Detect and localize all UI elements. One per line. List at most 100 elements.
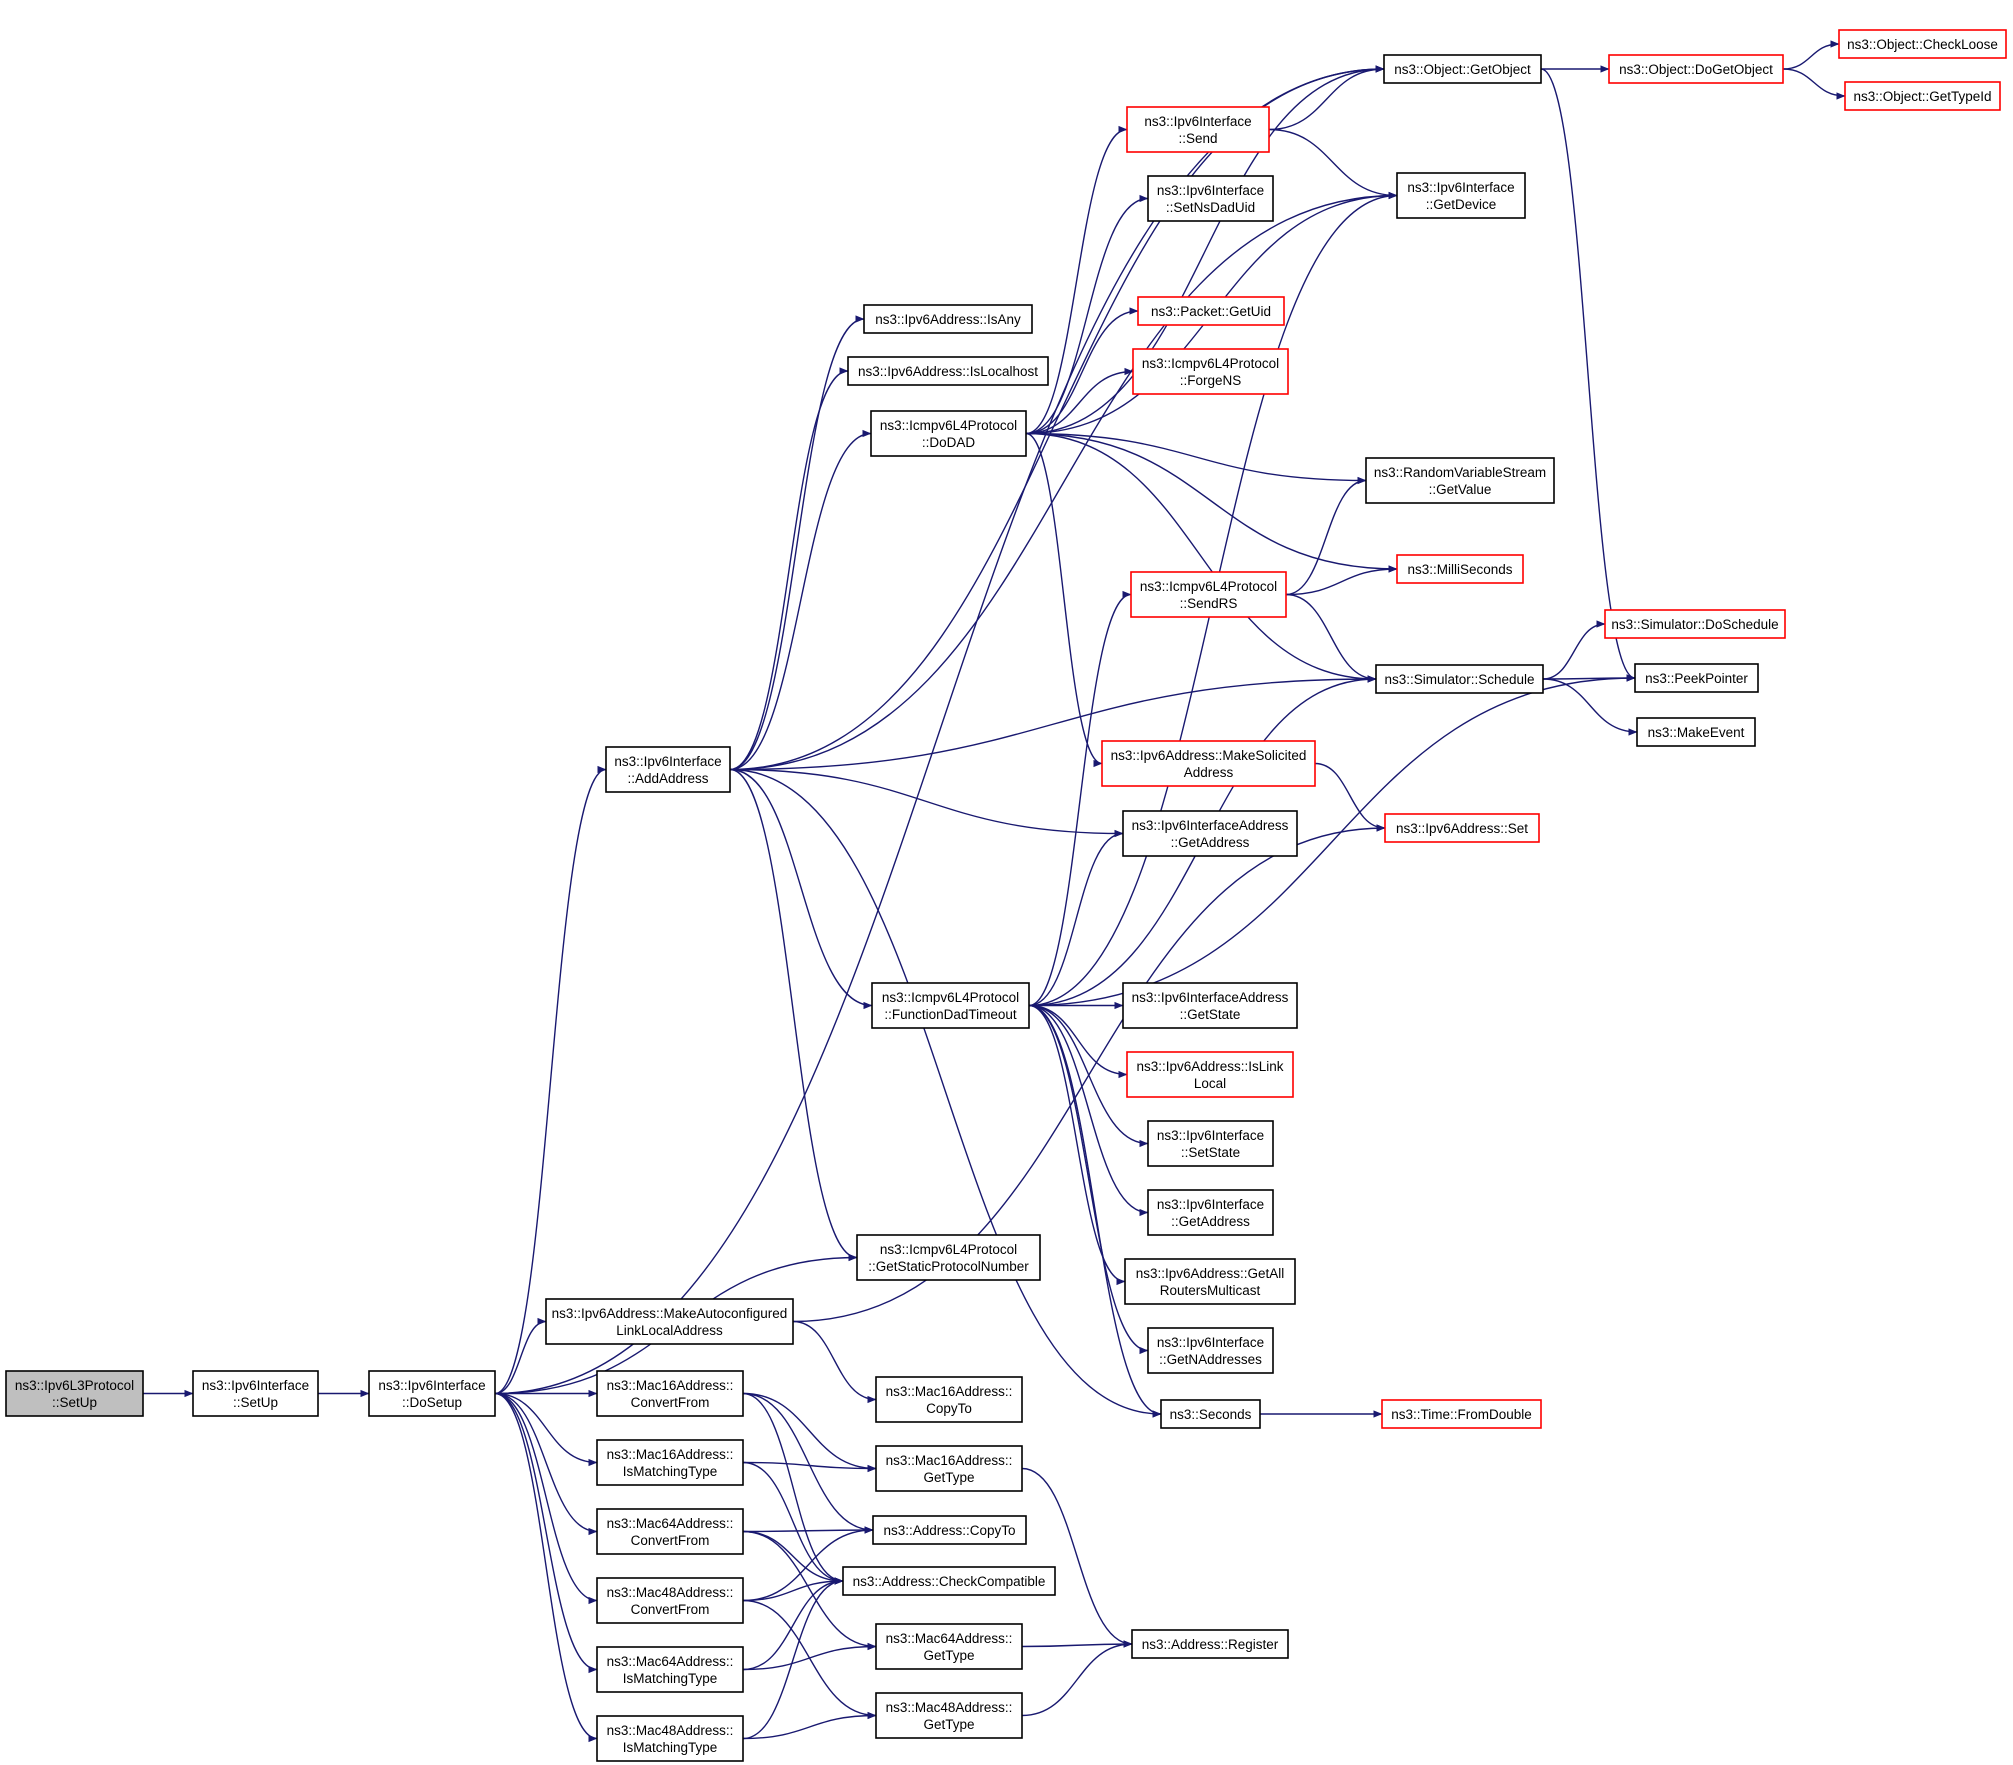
node-label: IsMatchingType (623, 1671, 718, 1686)
node-m16convert[interactable]: ns3::Mac16Address::ConvertFrom (596, 1370, 744, 1417)
edge-dodad-to-setnsdaduid (1025, 194, 1149, 435)
node-box (1384, 813, 1540, 843)
node-setnsdaduid[interactable]: ns3::Ipv6Interface::SetNsDadUid (1147, 175, 1274, 222)
edge-dosetup-to-m64ismatching (494, 1392, 598, 1674)
node-getobject[interactable]: ns3::Object::GetObject (1383, 54, 1542, 84)
node-ifgetaddress[interactable]: ns3::Ipv6Interface::GetAddress (1147, 1189, 1274, 1236)
edge-makeautoll-to-m16copyto (792, 1320, 877, 1404)
edge-fdt-to-sendrs (1028, 590, 1132, 1007)
edge-m16convert-to-checkcompat (742, 1392, 844, 1585)
node-islocalhost[interactable]: ns3::Ipv6Address::IsLocalhost (847, 356, 1049, 386)
edge-makesolicited-to-ipv6set (1314, 762, 1386, 832)
node-ifaddrgetaddress[interactable]: ns3::Ipv6InterfaceAddress::GetAddress (1122, 810, 1298, 857)
node-box (545, 1298, 794, 1345)
node-addrregister[interactable]: ns3::Address::Register (1131, 1629, 1289, 1659)
node-box (1383, 54, 1542, 84)
node-makeevent[interactable]: ns3::MakeEvent (1636, 717, 1756, 747)
node-checkloose[interactable]: ns3::Object::CheckLoose (1838, 29, 2007, 59)
node-dogetobject[interactable]: ns3::Object::DoGetObject (1608, 54, 1784, 84)
node-label: GetType (923, 1470, 974, 1485)
node-checkcompat[interactable]: ns3::Address::CheckCompatible (842, 1566, 1056, 1596)
node-label: ns3::Ipv6InterfaceAddress (1132, 990, 1289, 1005)
node-label: ns3::Address::Register (1142, 1637, 1279, 1652)
node-m64gettype[interactable]: ns3::Mac64Address::GetType (875, 1623, 1023, 1670)
node-label: Local (1194, 1076, 1226, 1091)
node-sendrs[interactable]: ns3::Icmpv6L4Protocol::SendRS (1130, 571, 1287, 618)
node-doschedule[interactable]: ns3::Simulator::DoSchedule (1604, 609, 1786, 639)
node-box (871, 982, 1030, 1029)
edge-dodad-to-getobject (1025, 65, 1385, 435)
node-getuid[interactable]: ns3::Packet::GetUid (1137, 296, 1285, 326)
node-box (605, 746, 731, 793)
node-label: GetType (923, 1717, 974, 1732)
node-m16ismatching[interactable]: ns3::Mac16Address::IsMatchingType (596, 1439, 744, 1486)
node-m48ismatching[interactable]: ns3::Mac48Address::IsMatchingType (596, 1715, 744, 1762)
node-label: ns3::Icmpv6L4Protocol (1140, 579, 1277, 594)
node-label: ns3::Icmpv6L4Protocol (882, 990, 1019, 1005)
node-dodad[interactable]: ns3::Icmpv6L4Protocol::DoDAD (870, 410, 1027, 457)
node-fromdouble[interactable]: ns3::Time::FromDouble (1381, 1399, 1542, 1429)
node-box (1381, 1399, 1542, 1429)
node-peekpointer[interactable]: ns3::PeekPointer (1634, 663, 1759, 693)
node-label: ns3::Mac64Address:: (607, 1654, 734, 1669)
node-box (1101, 740, 1316, 787)
node-label: ::GetNAddresses (1159, 1352, 1262, 1367)
node-box (1604, 609, 1786, 639)
node-getdevice[interactable]: ns3::Ipv6Interface::GetDevice (1396, 172, 1526, 219)
node-label: ::AddAddress (627, 771, 708, 786)
node-send[interactable]: ns3::Ipv6Interface::Send (1126, 106, 1270, 153)
node-label: ns3::Seconds (1170, 1407, 1252, 1422)
node-box (1126, 1051, 1294, 1098)
node-isany[interactable]: ns3::Ipv6Address::IsAny (863, 304, 1033, 334)
node-m48convert[interactable]: ns3::Mac48Address::ConvertFrom (596, 1577, 744, 1624)
node-schedule[interactable]: ns3::Simulator::Schedule (1375, 664, 1544, 694)
node-addrcopyto[interactable]: ns3::Address::CopyTo (872, 1515, 1027, 1545)
node-label: ns3::Ipv6Interface (1407, 180, 1514, 195)
node-label: ConvertFrom (631, 1533, 710, 1548)
node-label: ns3::Ipv6Interface (1157, 183, 1264, 198)
node-forgens[interactable]: ns3::Icmpv6L4Protocol::ForgeNS (1132, 348, 1289, 395)
node-m16gettype[interactable]: ns3::Mac16Address::GetType (875, 1445, 1023, 1492)
edge-m48gettype-to-addrregister (1021, 1640, 1133, 1717)
node-dosetup[interactable]: ns3::Ipv6Interface::DoSetup (368, 1370, 496, 1417)
node-gettypeid[interactable]: ns3::Object::GetTypeId (1844, 81, 2001, 111)
node-seconds[interactable]: ns3::Seconds (1160, 1399, 1261, 1429)
node-label: ns3::Time::FromDouble (1391, 1407, 1532, 1422)
node-ipv6set[interactable]: ns3::Ipv6Address::Set (1384, 813, 1540, 843)
node-ifsetstate[interactable]: ns3::Ipv6Interface::SetState (1147, 1120, 1274, 1167)
node-box (1396, 172, 1526, 219)
node-ifaddrgetstate[interactable]: ns3::Ipv6InterfaceAddress::GetState (1122, 982, 1298, 1029)
edge-dosetup-to-m64convert (494, 1392, 598, 1536)
node-box (1147, 1189, 1274, 1236)
node-box (875, 1376, 1023, 1423)
node-ifsetup[interactable]: ns3::Ipv6Interface::SetUp (192, 1370, 319, 1417)
edge-dodad-to-send (1025, 125, 1128, 435)
node-m64convert[interactable]: ns3::Mac64Address::ConvertFrom (596, 1508, 744, 1555)
node-makeautoll[interactable]: ns3::Ipv6Address::MakeAutoconfiguredLink… (545, 1298, 794, 1345)
node-rvsgetvalue[interactable]: ns3::RandomVariableStream::GetValue (1365, 457, 1555, 504)
node-getnaddresses[interactable]: ns3::Ipv6Interface::GetNAddresses (1147, 1327, 1274, 1374)
node-m48gettype[interactable]: ns3::Mac48Address::GetType (875, 1692, 1023, 1739)
node-fdt[interactable]: ns3::Icmpv6L4Protocol::FunctionDadTimeou… (871, 982, 1030, 1029)
node-label: ns3::Ipv6Address::IsLocalhost (858, 364, 1038, 379)
edge-sendrs-to-milliseconds (1285, 565, 1398, 596)
edge-m16ismatching-to-m16gettype (742, 1461, 877, 1473)
node-label: ns3::Mac48Address:: (886, 1700, 1013, 1715)
node-box (596, 1577, 744, 1624)
node-label: ::ForgeNS (1180, 373, 1242, 388)
node-addaddr[interactable]: ns3::Ipv6Interface::AddAddress (605, 746, 731, 793)
node-m64ismatching[interactable]: ns3::Mac64Address::IsMatchingType (596, 1646, 744, 1693)
node-getstaticproto[interactable]: ns3::Icmpv6L4Protocol::GetStaticProtocol… (856, 1234, 1041, 1281)
edge-addaddr-to-dodad (729, 429, 872, 771)
node-m16copyto[interactable]: ns3::Mac16Address::CopyTo (875, 1376, 1023, 1423)
node-label: ns3::PeekPointer (1645, 671, 1748, 686)
node-milliseconds[interactable]: ns3::MilliSeconds (1396, 554, 1524, 584)
node-box (863, 304, 1033, 334)
node-label: Address (1184, 765, 1234, 780)
node-label: ::GetStaticProtocolNumber (868, 1259, 1029, 1274)
node-l3setup: ns3::Ipv6L3Protocol::SetUp (5, 1370, 144, 1417)
node-label: ::FunctionDadTimeout (884, 1007, 1017, 1022)
